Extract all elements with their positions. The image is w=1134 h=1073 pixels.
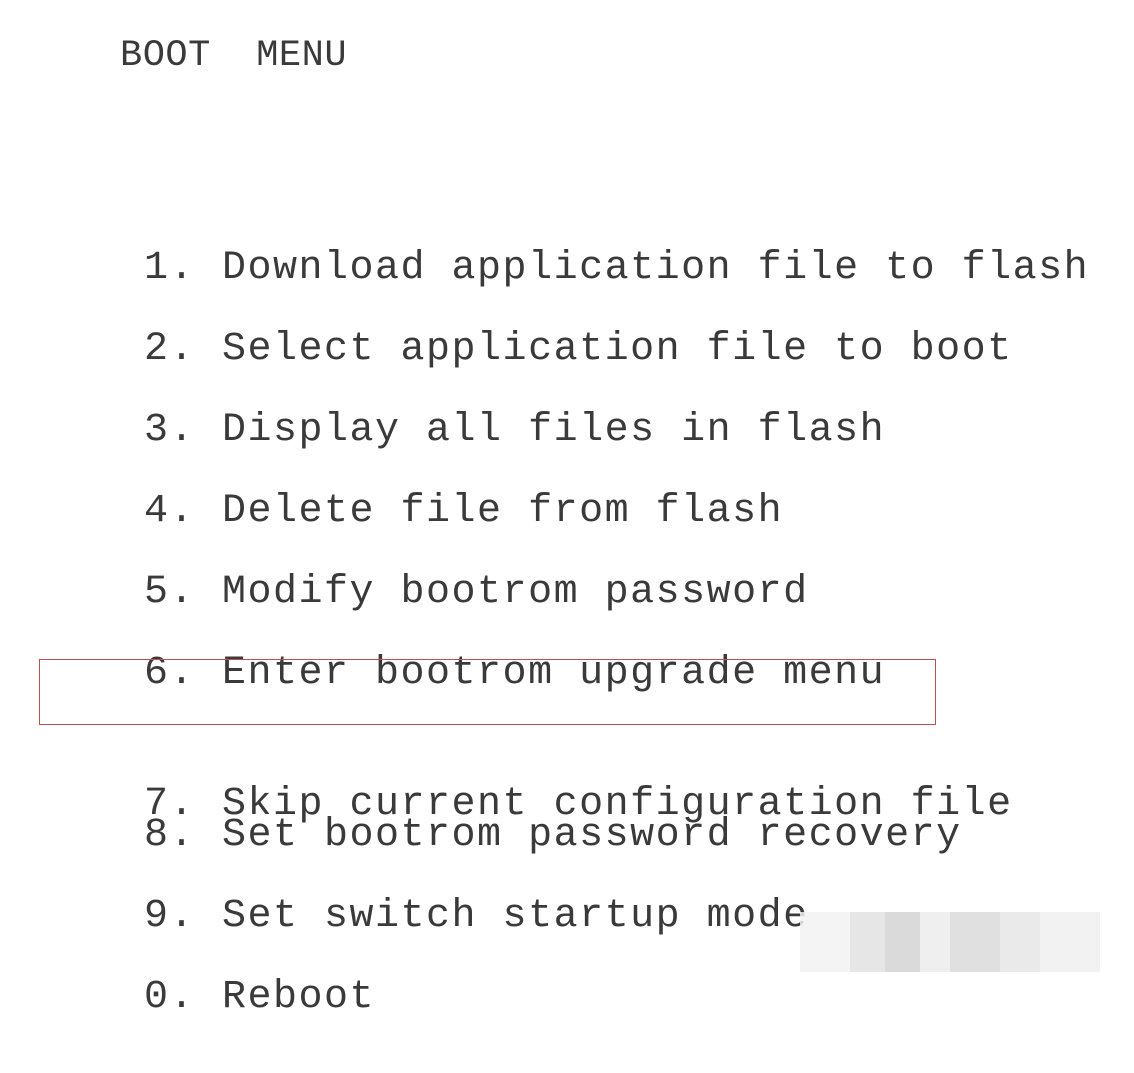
menu-item-number: 6. [144, 651, 196, 696]
menu-item-number: 9. [144, 894, 196, 939]
menu-item-number: 5. [144, 570, 196, 615]
boot-menu-title: BOOT MENU [120, 35, 348, 77]
menu-item-display-files[interactable]: 3. Display all files in flash [42, 356, 1089, 453]
menu-item-select-application[interactable]: 2. Select application file to boot [42, 275, 1089, 372]
menu-item-delete-file[interactable]: 4. Delete file from flash [42, 437, 1089, 534]
menu-item-skip-configuration[interactable]: 7. Skip current configuration file [39, 659, 1089, 827]
menu-item-download-application[interactable]: 1. Download application file to flash [42, 194, 1089, 291]
menu-item-modify-password[interactable]: 5. Modify bootrom password [42, 518, 1089, 615]
menu-item-label: Download application file to flash [222, 246, 1090, 291]
menu-item-password-recovery[interactable]: 8. Set bootrom password recovery [42, 761, 1089, 858]
menu-item-label: Skip current configuration file [222, 782, 1013, 827]
menu-item-label: Delete file from flash [222, 489, 784, 534]
menu-item-number: 3. [144, 408, 196, 453]
menu-item-label: Enter bootrom upgrade menu [222, 651, 886, 696]
menu-item-number: 0. [144, 975, 196, 1020]
menu-item-label: Set switch startup mode [222, 894, 809, 939]
menu-item-label: Select application file to boot [222, 327, 1013, 372]
menu-item-upgrade-menu[interactable]: 6. Enter bootrom upgrade menu [42, 599, 1089, 696]
menu-item-label: Reboot [222, 975, 376, 1020]
menu-item-number: 7. [144, 782, 196, 827]
menu-item-label: Display all files in flash [222, 408, 886, 453]
blurred-watermark [800, 912, 1100, 972]
menu-item-number: 4. [144, 489, 196, 534]
menu-item-label: Set bootrom password recovery [222, 813, 962, 858]
boot-menu-list: 1. Download application file to flash 2. S… [39, 194, 1089, 1020]
menu-item-number: 8. [144, 813, 196, 858]
menu-item-startup-mode[interactable]: 9. Set switch startup mode [42, 842, 1089, 939]
menu-item-number: 2. [144, 327, 196, 372]
menu-item-label: Modify bootrom password [222, 570, 809, 615]
menu-item-number: 1. [144, 246, 196, 291]
